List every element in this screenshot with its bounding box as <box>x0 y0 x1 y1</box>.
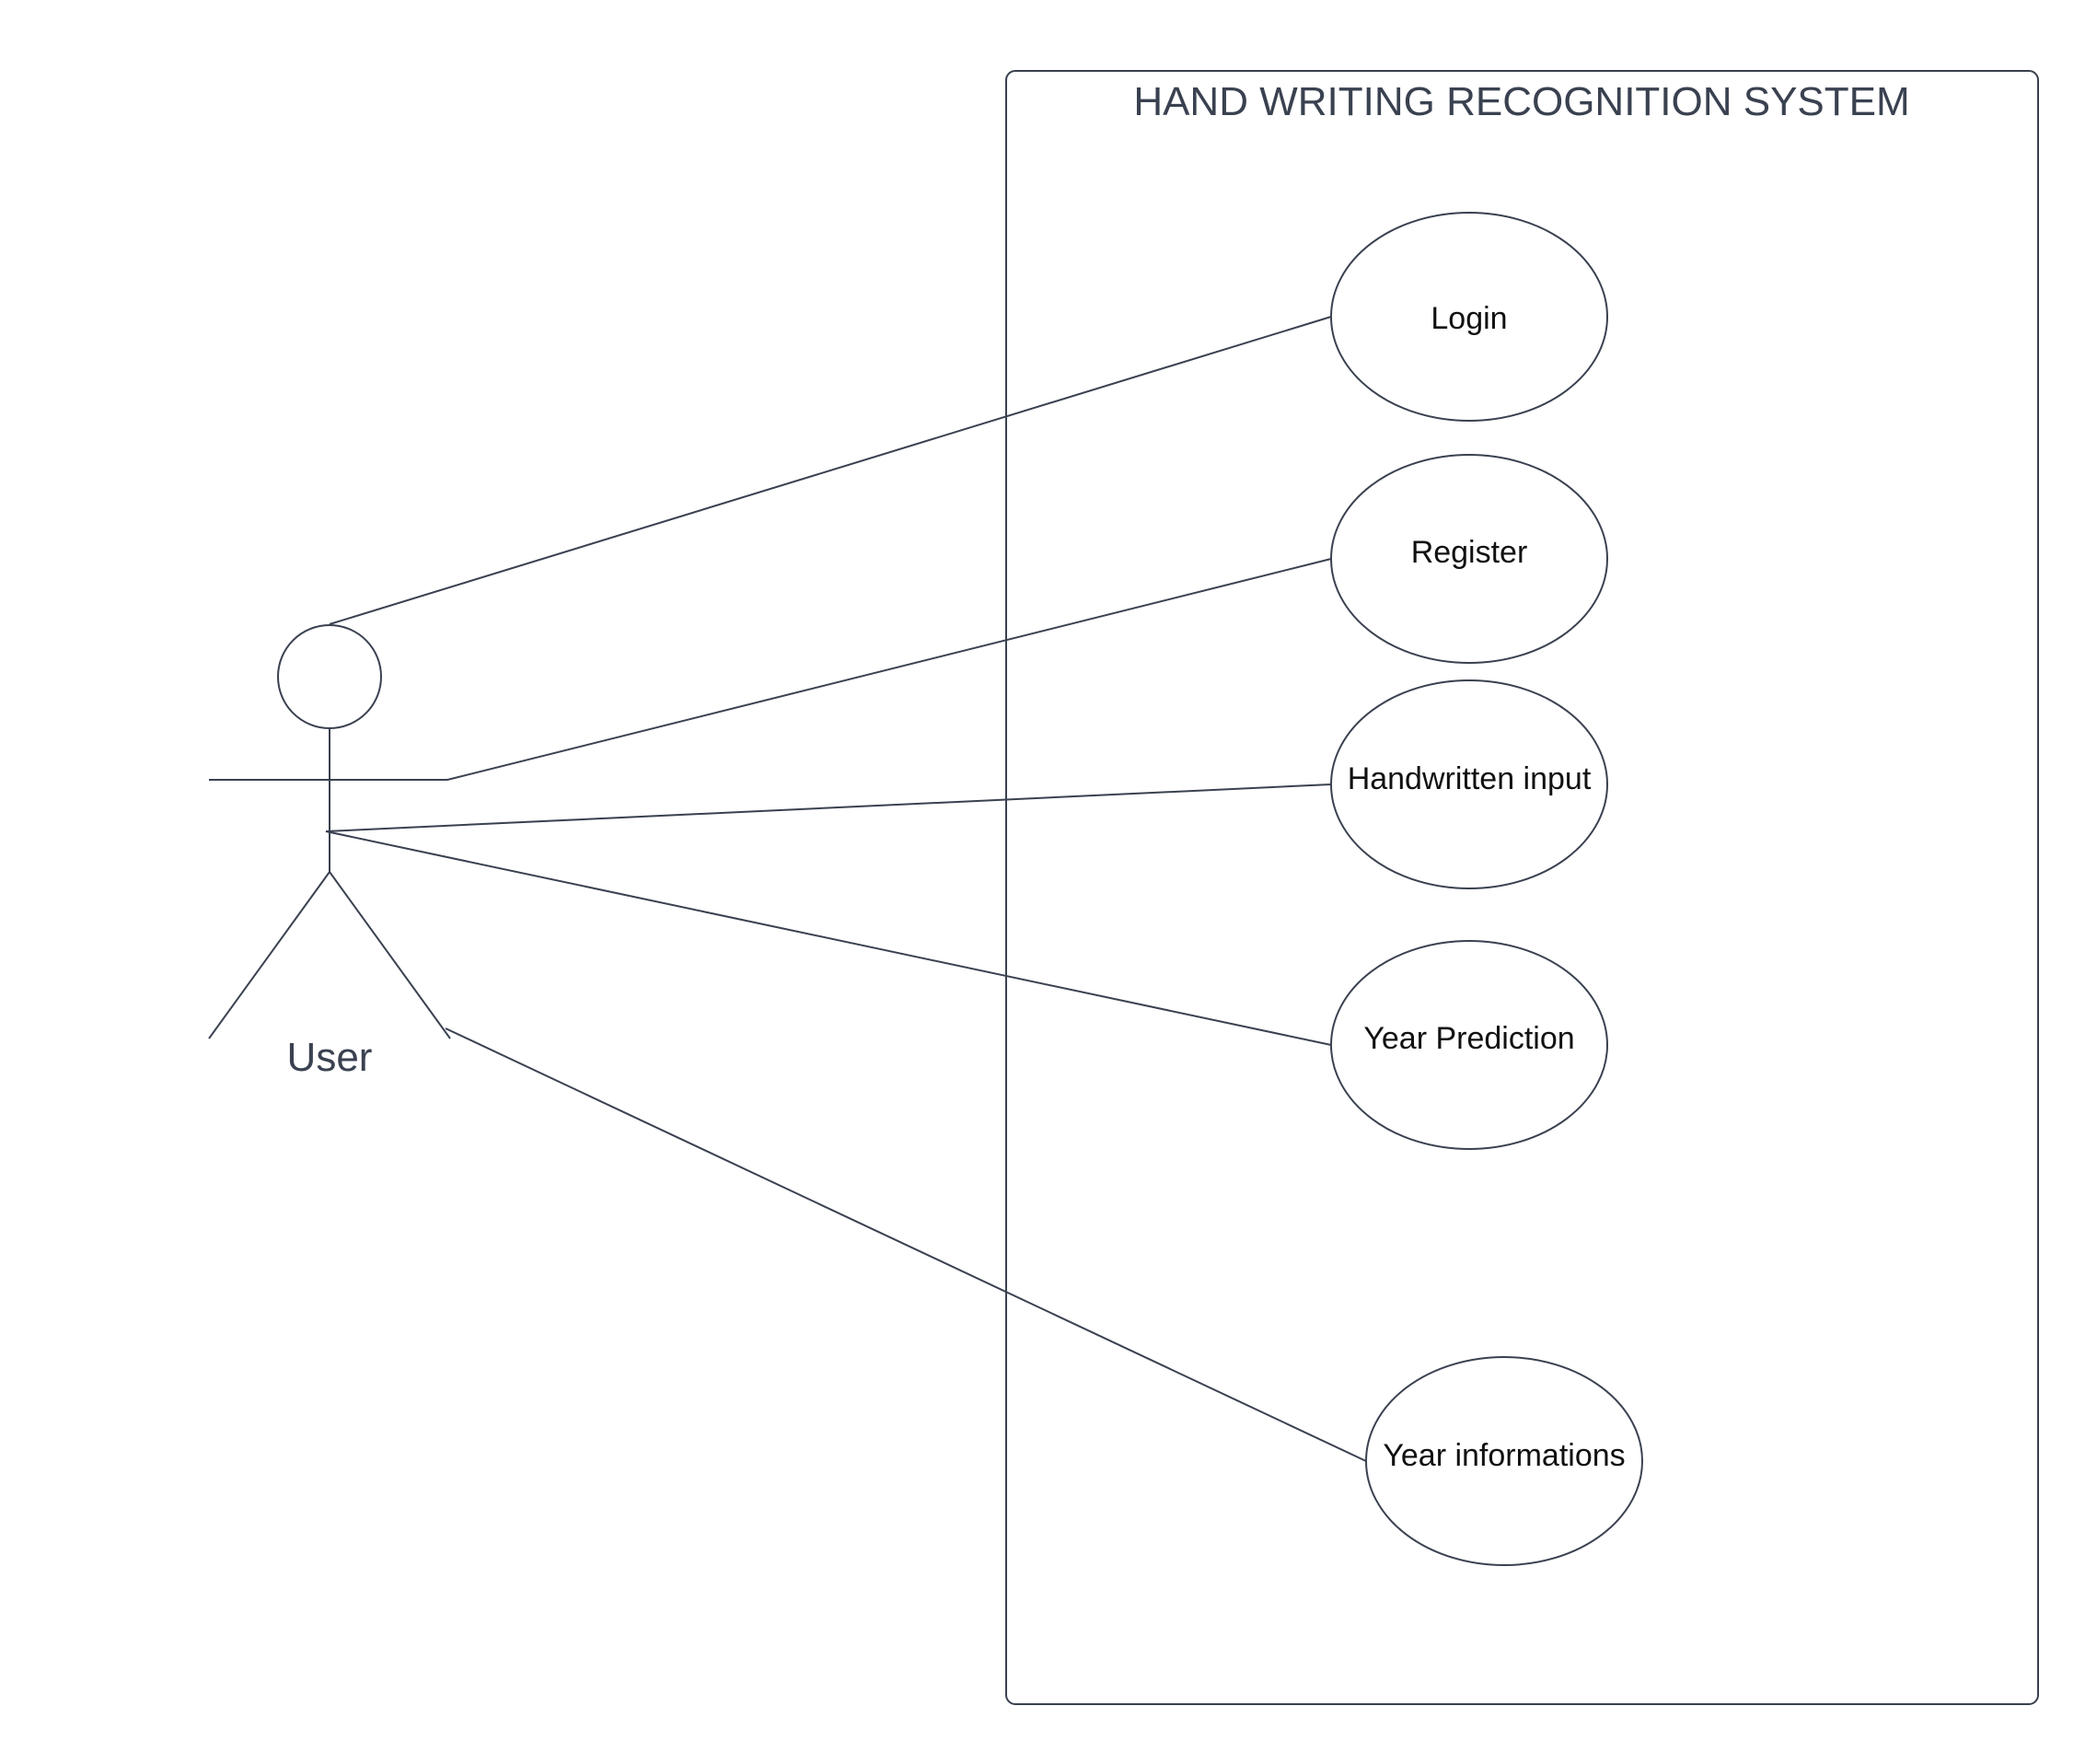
system-boundary <box>1005 70 2039 1705</box>
actor-label: User <box>287 1035 373 1080</box>
use-case-ellipse <box>1330 212 1608 422</box>
system-title: HAND WRITING RECOGNITION SYSTEM <box>1133 79 1909 124</box>
actor-right-leg <box>329 871 451 1039</box>
use-case-ellipse <box>1330 679 1608 889</box>
actor-head <box>277 624 382 729</box>
use-case-ellipse <box>1330 940 1608 1150</box>
actor-left-leg <box>208 871 330 1039</box>
association-year-informations <box>445 1027 1367 1462</box>
use-case-year-informations: Year informations <box>1365 1356 1643 1566</box>
association-year-prediction <box>325 830 1332 1046</box>
use-case-label: Year Prediction <box>1363 1021 1574 1056</box>
use-case-handwritten-input: Handwritten input <box>1330 679 1608 889</box>
association-handwritten-input <box>325 783 1332 832</box>
use-case-ellipse <box>1365 1356 1643 1566</box>
use-case-ellipse <box>1330 454 1608 664</box>
use-case-login: Login <box>1330 212 1608 422</box>
use-case-label: Handwritten input <box>1348 761 1592 796</box>
use-case-register: Register <box>1330 454 1608 664</box>
use-case-label: Year informations <box>1383 1438 1625 1473</box>
association-login <box>329 316 1332 625</box>
associations <box>325 316 1367 1462</box>
actor-user: User <box>208 624 451 1080</box>
use-case-label: Login <box>1431 301 1507 336</box>
use-case-label: Register <box>1411 535 1528 570</box>
association-register <box>446 558 1332 781</box>
use-case-year-prediction: Year Prediction <box>1330 940 1608 1150</box>
